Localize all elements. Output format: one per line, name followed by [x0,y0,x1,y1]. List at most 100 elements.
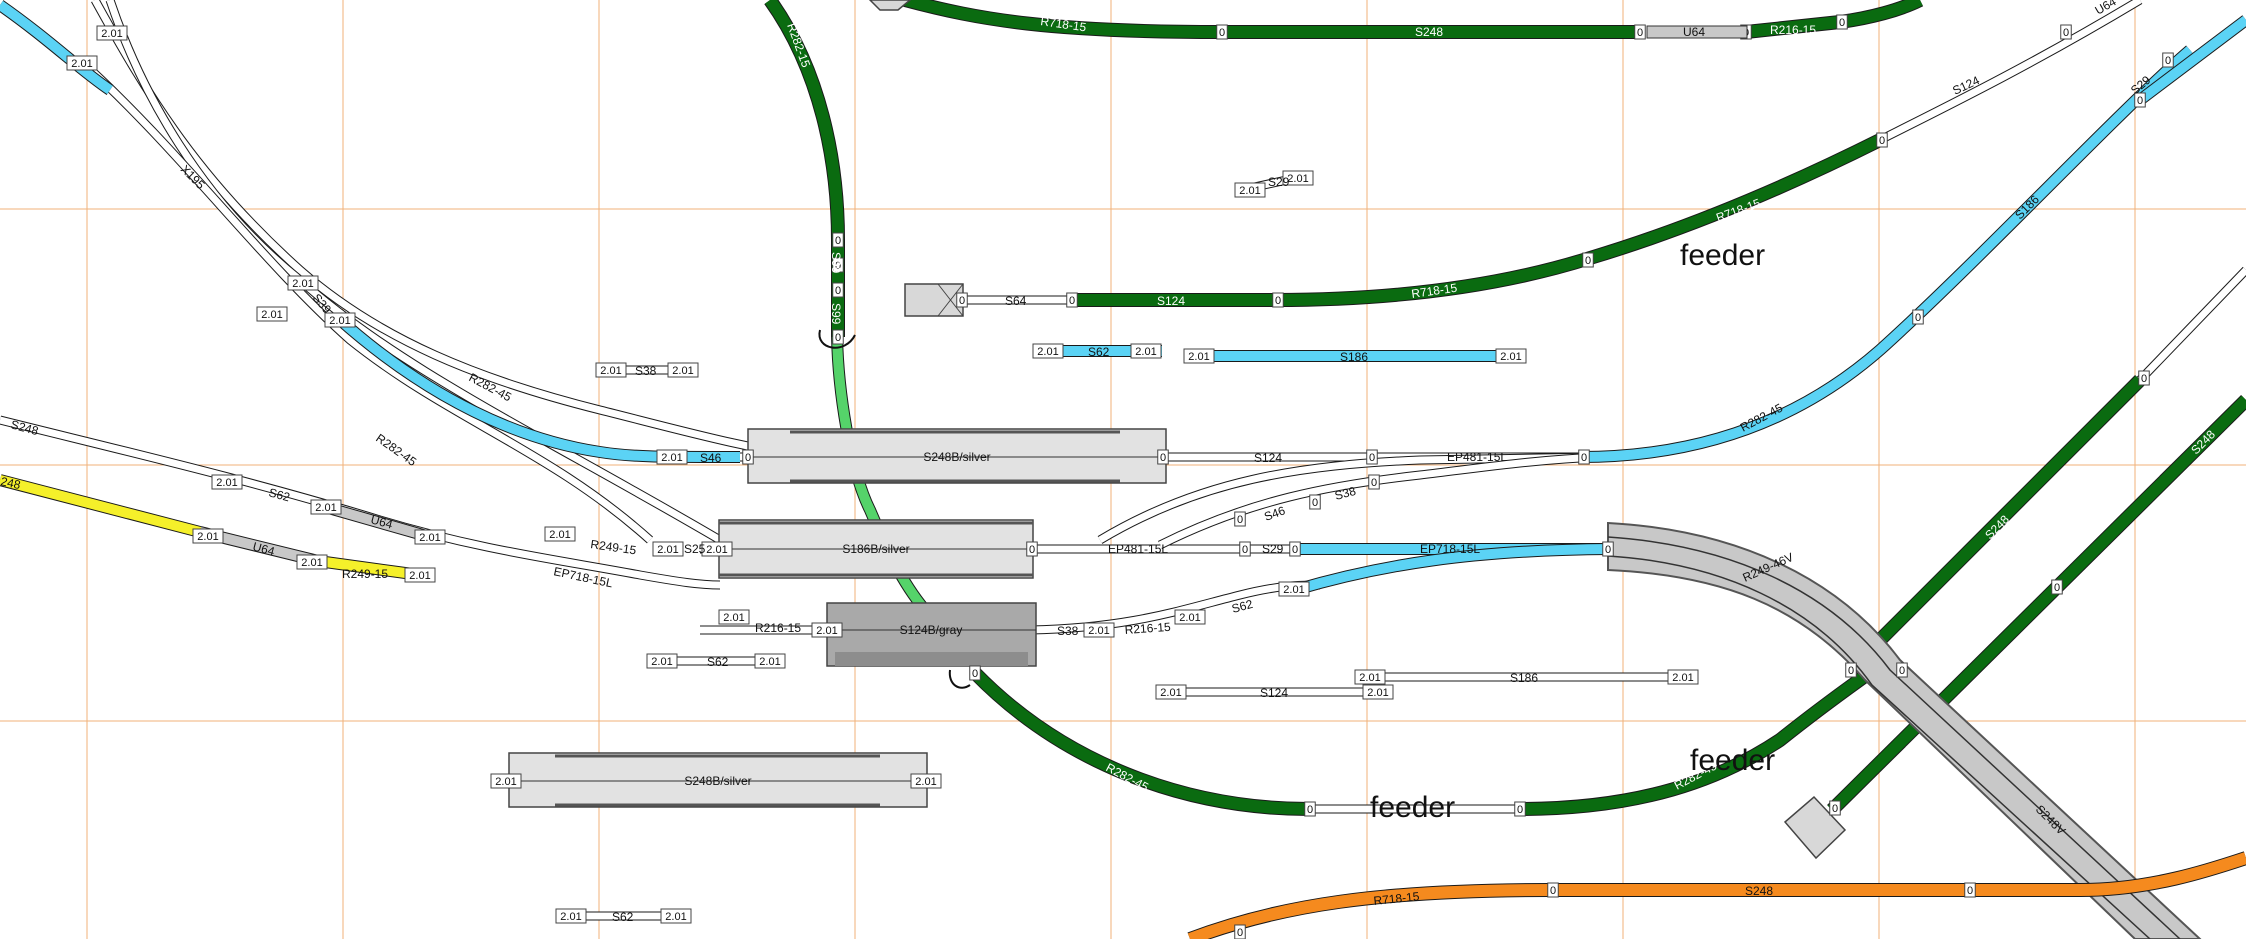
cyan-tracks[interactable] [0,0,2246,596]
joint-marker [2051,579,2063,595]
track-label: S62 [267,485,292,504]
joint-value: 2.01 [1160,687,1181,699]
joint-marker [1234,182,1266,198]
bumper-stop[interactable] [868,0,912,11]
track-label: U64 [1683,25,1705,39]
joint-marker [811,622,843,638]
joint-value: 0 [1832,803,1838,815]
joint-marker [1304,801,1316,817]
track-label: S46 [1262,503,1287,524]
joint-marker [701,541,733,557]
track-label: R282-15 [784,21,813,69]
track-label: S124 [1260,686,1288,700]
joint-marker [660,908,692,924]
joint-marker [414,529,446,545]
joint-value: 0 [1237,514,1243,526]
joint-marker [1216,24,1228,40]
platform-s248-top[interactable]: S248B/silver [747,428,1167,484]
track-label: R216-15 [755,621,801,635]
joint-value: 2.01 [409,570,430,582]
joint-marker [1912,309,1924,325]
joint-value: 0 [2054,582,2060,594]
joint-value: 2.01 [1500,351,1521,363]
joint-value: 0 [1069,295,1075,307]
joint-marker [1896,662,1908,678]
rotation-handle-icon[interactable] [818,329,856,349]
joint-marker [310,499,342,515]
joint-value: 2.01 [261,309,282,321]
platform-label: S248B/silver [684,774,751,788]
joint-value: 0 [1839,17,1845,29]
joint-value: 2.01 [657,544,678,556]
track-label: S124 [1157,294,1185,308]
gray-viaduct[interactable] [1607,521,2202,939]
joint-value: 0 [2137,95,2143,107]
feeder-label: feeder [1370,791,1455,824]
track-label: R249-15 [342,567,388,581]
joint-marker [1289,541,1301,557]
orange-tracks[interactable] [1187,851,2246,939]
joint-marker [969,665,981,681]
joint-value: 0 [1581,452,1587,464]
joint-value: 0 [835,235,841,247]
platform-label: S248B/silver [923,450,990,464]
track-label: S29 [1268,175,1290,189]
track-label: EP481-15L [1108,542,1168,556]
bumper-stop[interactable] [904,283,964,317]
joint-marker [1836,14,1848,30]
rotation-handle-icon[interactable] [948,669,971,689]
track-label: R249-15 [590,537,638,557]
joint-marker [256,306,288,322]
joint-marker [832,257,844,273]
joint-value: 0 [1848,665,1854,677]
joint-value: 2.01 [216,477,237,489]
joint-value: 2.01 [1287,173,1308,185]
joint-marker [1368,474,1380,490]
joint-marker [66,55,98,71]
track-label: S124 [1254,451,1282,465]
joint-marker [1083,622,1115,638]
joint-value: 2.01 [1037,346,1058,358]
platform-label: S186B/silver [842,542,909,556]
bumper-stop[interactable] [1783,795,1847,860]
joint-value: 0 [1242,544,1248,556]
joint-value: 0 [1605,544,1611,556]
track-label: S248 [9,417,40,438]
joint-marker [211,474,243,490]
green-tracks[interactable] [764,0,2246,816]
joint-value: 2.01 [1179,612,1200,624]
joint-marker [404,567,436,583]
joint-value: 2.01 [1367,687,1388,699]
joint-marker [1130,343,1162,359]
track-label: S25 [684,542,706,556]
joint-marker [1514,801,1526,817]
platform-s248-bottom[interactable]: S248B/silver [508,752,928,808]
joint-marker [1829,800,1841,816]
platform-s186[interactable]: S186B/silver [718,519,1034,579]
joint-value: 2.01 [706,544,727,556]
joint-marker [652,541,684,557]
track-label: R282-45 [373,431,419,469]
joint-marker [1578,449,1590,465]
joint-marker [1234,511,1246,527]
track-label: 248 [0,474,22,492]
joint-marker [667,362,699,378]
joint-value: 0 [1637,27,1643,39]
joint-value: 0 [972,668,978,680]
joint-value: 0 [1967,885,1973,897]
platform-s124-gray[interactable]: S124B/gray [826,602,1037,667]
joint-marker [296,554,328,570]
track-label: S64 [1005,294,1027,308]
joint-marker [1272,292,1284,308]
joint-value: 2.01 [197,531,218,543]
joint-marker [544,526,576,542]
track-label: S29 [1262,542,1284,556]
yellow-tracks[interactable] [0,474,432,581]
track-label: S99 [829,252,843,274]
track-label: R216-15 [1770,23,1816,37]
joint-value: 2.01 [661,452,682,464]
track-label: S248 [1415,25,1443,39]
joint-marker [1174,609,1206,625]
joint-marker [1234,924,1246,939]
